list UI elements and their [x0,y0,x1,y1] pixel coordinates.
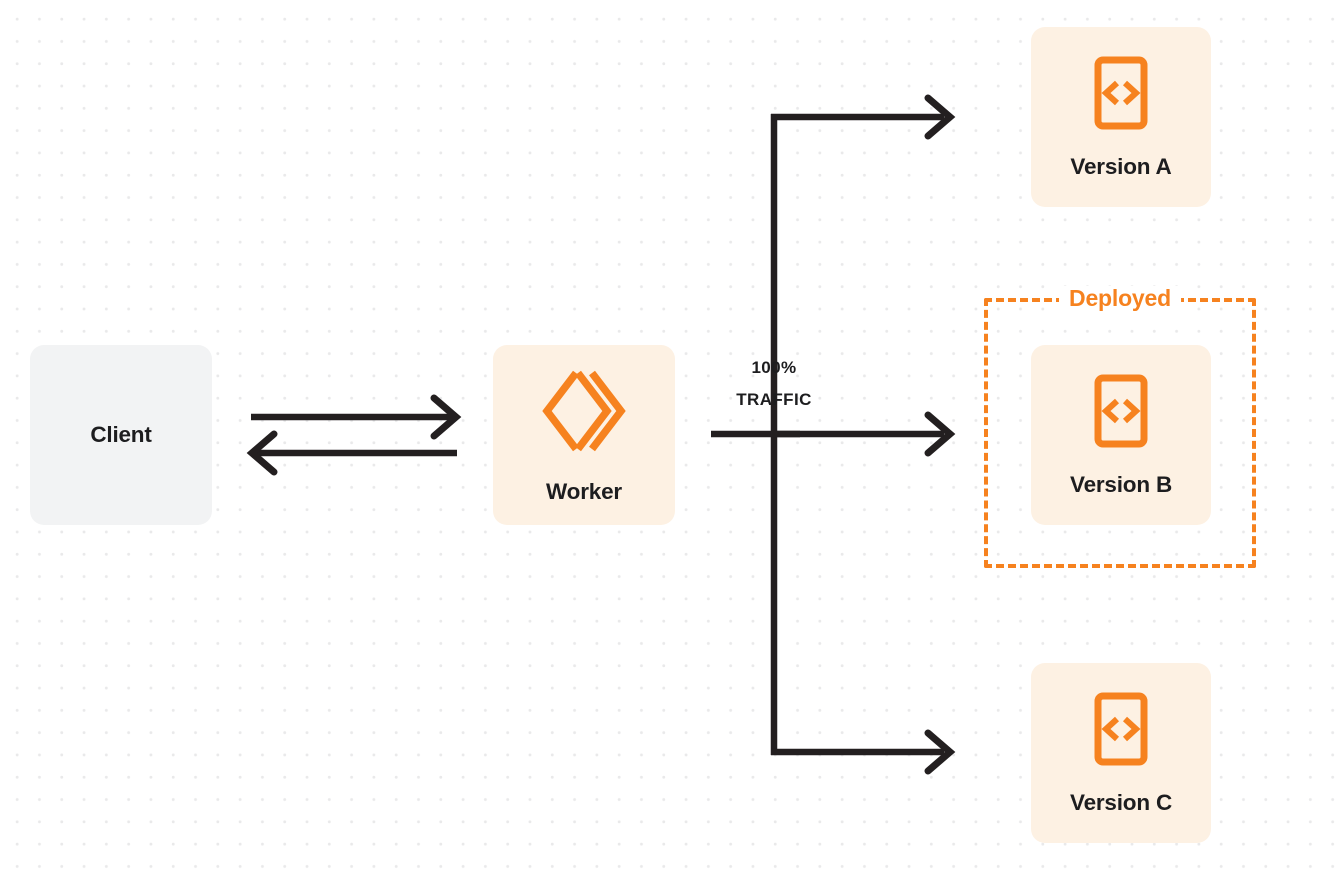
deployed-group-label: Deployed [1059,285,1181,312]
node-client-label: Client [90,421,152,447]
edge-worker-to-version-a [771,94,956,140]
edge-worker-to-client [246,430,457,476]
node-version-b[interactable]: Version B [1031,345,1211,525]
node-client[interactable]: Client [30,345,212,525]
node-version-a-label: Version A [1070,153,1172,179]
node-version-a[interactable]: Version A [1031,27,1211,207]
node-worker-label: Worker [546,478,622,504]
code-brackets-icon [1094,692,1148,766]
edge-client-to-worker [251,394,462,440]
edge-worker-to-version-b [774,411,956,457]
node-version-c-label: Version C [1070,789,1172,815]
code-brackets-icon [1094,56,1148,130]
node-worker[interactable]: Worker [493,345,675,525]
node-version-b-label: Version B [1070,471,1172,497]
cloudflare-workers-logo-icon [541,367,627,455]
edge-worker-to-version-c [771,729,956,775]
deployed-group: Deployed [984,285,1256,568]
node-version-c[interactable]: Version C [1031,663,1211,843]
code-brackets-icon [1094,374,1148,448]
